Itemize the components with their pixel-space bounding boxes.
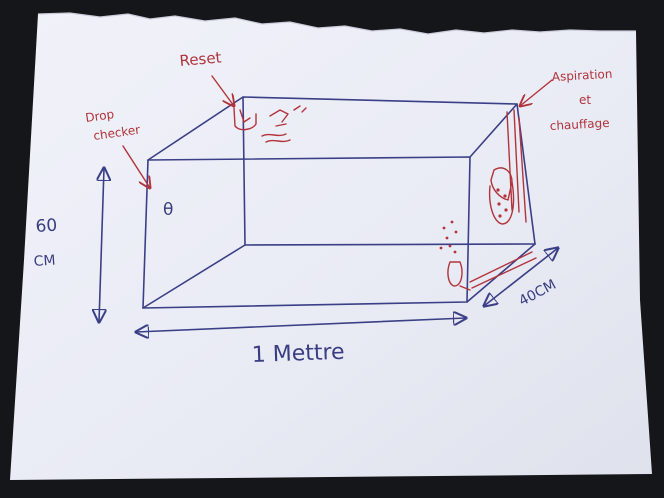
reset-device-sketch — [233, 105, 307, 143]
drop-checker-label-2: checker — [92, 123, 141, 143]
depth-arrow — [484, 248, 558, 306]
width-label: 1 Mettre — [251, 340, 345, 368]
paper-torn-edge — [37, 12, 636, 35]
reset-arrow — [211, 75, 234, 106]
paper-sheet — [10, 13, 652, 480]
width-arrow — [136, 318, 466, 332]
box-back-bottom-edge — [244, 243, 536, 246]
aspiration-label-3: chauffage — [549, 116, 609, 133]
reset-label: Reset — [179, 48, 222, 70]
box-top-back-edge — [147, 96, 518, 161]
floor-device-sketch — [439, 220, 537, 291]
drop-checker-label-1: Drop — [84, 107, 115, 125]
box-drawing — [142, 96, 536, 309]
aspiration-arrow — [520, 79, 553, 106]
theta-symbol: θ — [163, 200, 173, 220]
aspiration-heating-sketch — [488, 109, 527, 225]
height-value-label: 60 — [35, 216, 58, 237]
box-bottom-left-edge — [142, 244, 246, 309]
aspiration-label-1: Aspiration — [551, 67, 612, 84]
height-arrow — [99, 168, 104, 322]
drop-checker-arrow — [122, 145, 150, 188]
aspiration-label-2: et — [579, 93, 591, 107]
height-unit-label: CM — [33, 253, 56, 270]
